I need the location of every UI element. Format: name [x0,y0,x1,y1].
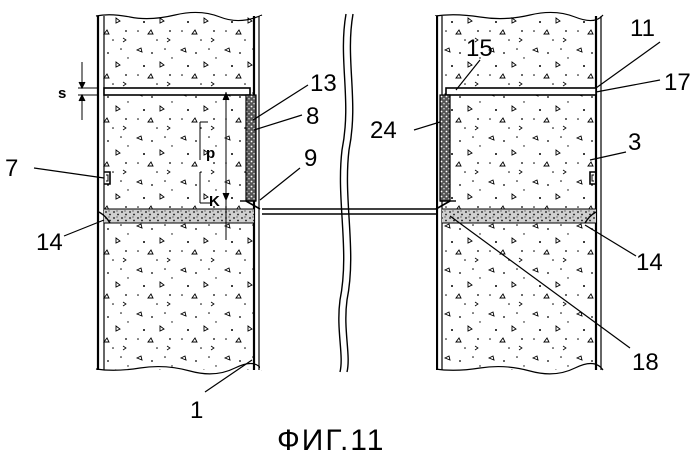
dimension-p-label: p [206,145,215,162]
label-15: 15 [466,35,493,62]
label-11: 11 [630,15,655,42]
label-14-left: 14 [36,229,63,256]
mortar-joint-left [99,209,254,223]
left-wall-block [96,12,262,373]
label-9: 9 [304,145,317,172]
label-13: 13 [310,70,337,97]
central-cavity [260,14,436,372]
label-3: 3 [628,129,641,156]
label-1: 1 [190,397,203,424]
label-18: 18 [632,349,659,376]
label-7: 7 [5,155,18,182]
figure-caption: ФИГ.11 [277,424,385,457]
dimension-k-label: K [209,193,220,210]
label-8: 8 [306,103,319,130]
label-14-right: 14 [636,249,663,276]
right-wall-block [435,12,603,373]
label-24: 24 [370,117,397,144]
dimension-s-label: s [58,85,66,102]
dimension-s: s [58,62,98,120]
mortar-joint-right [442,209,596,223]
label-17: 17 [664,69,691,96]
